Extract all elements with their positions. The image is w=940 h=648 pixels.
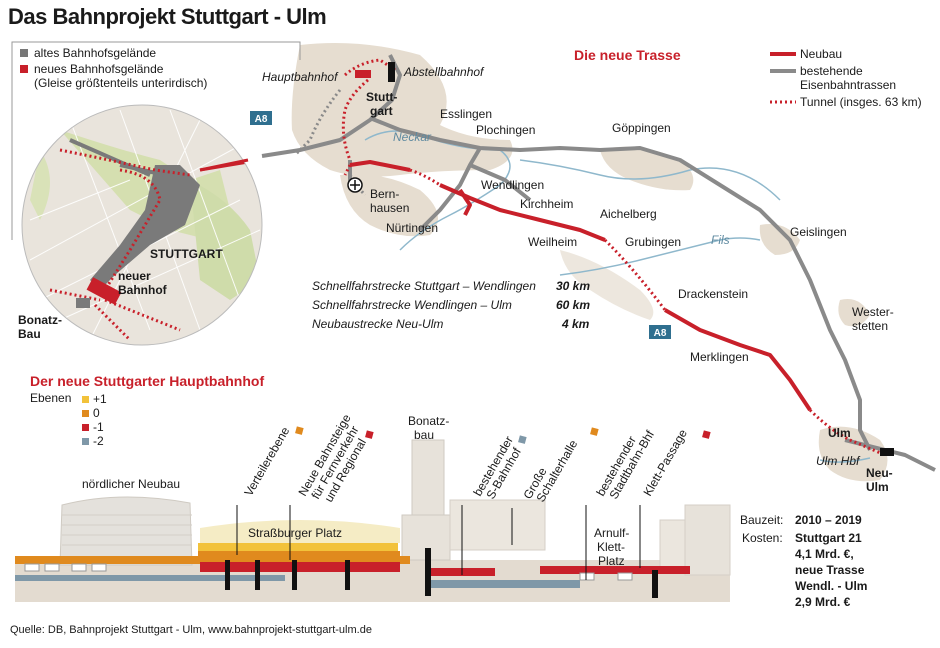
levels-legend: Ebenen +1 0 -1 -2 xyxy=(30,391,107,448)
facts-kosten-label: Kosten: xyxy=(742,531,783,545)
existing-railways xyxy=(261,54,936,472)
label-strassburger: Straßburger Platz xyxy=(248,526,342,540)
label-arnulf-2: Klett- xyxy=(597,540,625,554)
place-labels: Hauptbahnhof Abstellbahnhof Stutt- gart … xyxy=(262,65,894,494)
level-plus1: +1 xyxy=(93,392,107,406)
inset-frame xyxy=(11,41,301,240)
label-drackenstein: Drackenstein xyxy=(678,287,748,301)
legend-tunnel: Tunnel (insges. 63 km) xyxy=(800,95,922,109)
label-esslingen: Esslingen xyxy=(440,107,492,121)
source-line: Quelle: DB, Bahnprojekt Stuttgart - Ulm,… xyxy=(10,624,372,636)
inset-bonatz-1: Bonatz- xyxy=(18,313,62,327)
section-marker-squares xyxy=(295,426,711,444)
label-bernhausen-2: hausen xyxy=(370,201,409,215)
levels-label: Ebenen xyxy=(30,391,71,405)
route-1-name: Schnellfahrstrecke Stuttgart – Wendlinge… xyxy=(312,279,536,293)
facts-kosten-4: Wendl. - Ulm xyxy=(795,579,867,593)
a8-badge-2: A8 xyxy=(649,325,671,339)
label-wendlingen: Wendlingen xyxy=(481,178,544,192)
facts-bauzeit-label: Bauzeit: xyxy=(740,513,783,527)
label-merklingen: Merklingen xyxy=(690,350,749,364)
label-stuttgart-1: Stutt- xyxy=(366,90,397,104)
route-2-name: Schnellfahrstrecke Wendlingen – Ulm xyxy=(312,298,512,312)
inset-labels: STUTTGART neuer Bahnhof Bonatz- Bau xyxy=(18,247,223,341)
label-bonatz-2: bau xyxy=(414,428,434,442)
label-westerstetten-1: Wester- xyxy=(852,305,894,319)
label-goeppingen: Göppingen xyxy=(612,121,671,135)
label-bonatz-1: Bonatz- xyxy=(408,414,449,428)
inset-new-station-1: neuer xyxy=(118,269,151,283)
main-title: Das Bahnprojekt Stuttgart - Ulm xyxy=(8,4,327,29)
map-legend: Neubau bestehende Eisenbahntrassen Tunne… xyxy=(770,47,922,109)
inset-legend-new-2: (Gleise größtenteils unterirdisch) xyxy=(34,76,207,90)
label-geislingen: Geislingen xyxy=(790,225,847,239)
label-neu-ulm-2: Ulm xyxy=(866,480,889,494)
level-0: 0 xyxy=(93,406,100,420)
facts-kosten-2: 4,1 Mrd. €, xyxy=(795,547,854,561)
label-aichelberg: Aichelberg xyxy=(600,207,657,221)
tunnels xyxy=(341,58,886,457)
label-verteiler: Verteilerebene xyxy=(241,424,292,498)
a8-label: A8 xyxy=(255,114,268,125)
route-lengths: Schnellfahrstrecke Stuttgart – Wendlinge… xyxy=(312,279,590,331)
label-kirchheim: Kirchheim xyxy=(520,197,573,211)
legend-existing-2: Eisenbahntrassen xyxy=(800,78,896,92)
label-plochingen: Plochingen xyxy=(476,123,535,137)
label-nuertingen: Nürtingen xyxy=(386,221,438,235)
route-3-length: 4 km xyxy=(561,317,590,331)
inset-legend-old: altes Bahnhofsgelände xyxy=(34,46,156,60)
inset-map xyxy=(22,105,262,345)
label-north-building: nördlicher Neubau xyxy=(82,477,180,491)
route-3-name: Neubaustrecke Neu-Ulm xyxy=(312,317,443,331)
inset-legend: altes Bahnhofsgelände neues Bahnhofsgelä… xyxy=(20,46,207,90)
section-drawing xyxy=(15,439,731,602)
facts-kosten-3: neue Trasse xyxy=(795,563,865,577)
facts-bauzeit-value: 2010 – 2019 xyxy=(795,513,862,527)
airport-plane-glyph xyxy=(350,180,360,190)
label-grubingen: Grubingen xyxy=(625,235,681,249)
new-line xyxy=(349,160,812,412)
abstellbahnhof-marker xyxy=(388,62,395,82)
route-1-length: 30 km xyxy=(556,279,590,293)
facts-kosten-5: 2,9 Mrd. € xyxy=(795,595,851,609)
inset-bonatz-2: Bau xyxy=(18,327,41,341)
facts: Bauzeit: 2010 – 2019 Kosten: Stuttgart 2… xyxy=(740,513,867,609)
label-bernhausen-1: Bern- xyxy=(370,187,399,201)
section-leaders xyxy=(236,505,641,580)
label-ulm-hbf: Ulm Hbf xyxy=(816,454,861,468)
inset-new-station-2: Bahnhof xyxy=(118,283,168,297)
inset-city-label: STUTTGART xyxy=(150,247,223,261)
label-westerstetten-2: stetten xyxy=(852,319,888,333)
hbf-marker xyxy=(355,70,371,78)
label-hauptbahnhof: Hauptbahnhof xyxy=(262,70,339,84)
level-minus2: -2 xyxy=(93,434,104,448)
label-neu-ulm-1: Neu- xyxy=(866,466,893,480)
label-ulm: Ulm xyxy=(828,426,851,440)
level-minus1: -1 xyxy=(93,420,104,434)
inset-connector xyxy=(199,158,249,172)
inset-legend-new-1: neues Bahnhofsgelände xyxy=(34,62,164,76)
legend-existing-1: bestehende xyxy=(800,64,863,78)
route-2-length: 60 km xyxy=(556,298,590,312)
label-abstellbahnhof: Abstellbahnhof xyxy=(403,65,485,79)
label-neckar: Neckar xyxy=(393,130,432,144)
facts-kosten-1: Stuttgart 21 xyxy=(795,531,862,545)
label-fils: Fils xyxy=(711,233,730,247)
map-title: Die neue Trasse xyxy=(574,47,681,63)
inset-circle-border xyxy=(21,104,263,346)
label-arnulf-3: Platz xyxy=(598,554,625,568)
label-stuttgart-2: gart xyxy=(370,104,393,118)
label-arnulf-1: Arnulf- xyxy=(594,526,629,540)
a8-label: A8 xyxy=(654,328,667,339)
legend-new: Neubau xyxy=(800,47,842,61)
a8-badge-1: A8 xyxy=(250,111,272,125)
neu-ulm-marker xyxy=(880,448,894,456)
section-title: Der neue Stuttgarter Hauptbahnhof xyxy=(30,373,264,389)
label-weilheim: Weilheim xyxy=(528,235,577,249)
